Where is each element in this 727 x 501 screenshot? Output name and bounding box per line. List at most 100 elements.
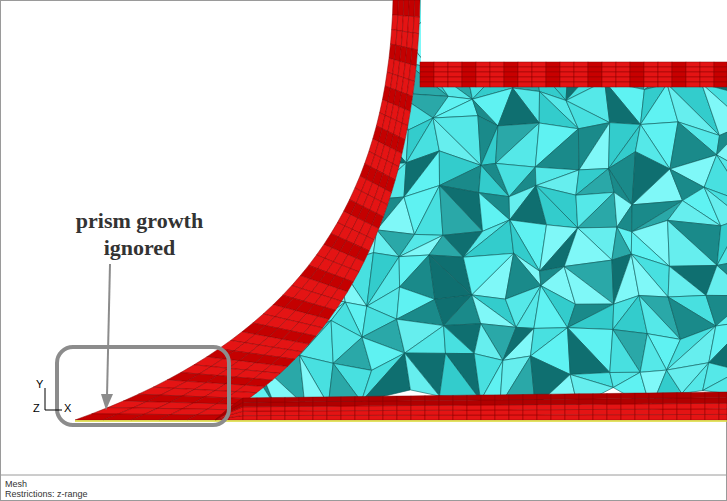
prism-cell	[616, 77, 630, 82]
prism-cell	[719, 403, 727, 409]
prism-cell	[383, 401, 397, 406]
tet-cell	[194, 86, 236, 137]
prism-cell	[243, 407, 257, 412]
prism-cell	[621, 409, 635, 414]
tet-cell	[503, 328, 534, 360]
prism-cell	[448, 72, 462, 77]
tet-cell	[576, 169, 614, 196]
prism-cell	[658, 82, 672, 87]
prism-cell	[504, 77, 518, 82]
tet-cell	[298, 89, 333, 133]
tet-cell	[295, 0, 341, 22]
tet-cell	[405, 326, 446, 354]
prism-cell	[551, 415, 565, 420]
prism-cell	[476, 67, 490, 72]
prism-cell	[686, 77, 700, 82]
prism-cell	[700, 67, 714, 72]
prism-cell	[409, 0, 415, 17]
tet-cell	[306, 0, 340, 22]
prism-cell	[420, 72, 434, 77]
prism-cell	[383, 406, 397, 411]
prism-cell	[630, 82, 644, 87]
tet-cell	[272, 58, 313, 96]
prism-cell	[397, 406, 411, 411]
prism-cell	[672, 62, 686, 67]
prism-cell	[565, 399, 579, 404]
prism-cell	[341, 401, 355, 406]
wall-edge	[75, 420, 727, 422]
prism-cell	[658, 72, 672, 77]
tet-cell	[667, 65, 702, 84]
tet-cell	[564, 228, 612, 267]
tet-cell	[667, 363, 709, 394]
tet-cell	[230, 170, 259, 194]
prism-cell	[257, 398, 271, 403]
tet-cell	[190, 270, 233, 287]
prism-cell	[719, 409, 727, 415]
prism-cell	[663, 415, 677, 421]
prism-cell	[616, 62, 630, 67]
prism-cell	[411, 396, 425, 401]
tet-cell	[203, 0, 238, 15]
prism-cell	[579, 410, 593, 415]
prism-cell	[414, 0, 420, 17]
prism-cell	[602, 67, 616, 72]
prism-cell	[635, 393, 649, 399]
callout-text: prism growth ignored	[52, 207, 227, 261]
prism-cell	[369, 415, 383, 420]
prism-cell	[285, 411, 299, 416]
prism-cell	[607, 409, 621, 414]
tet-cell	[703, 371, 727, 395]
tet-cell	[236, 86, 272, 131]
prism-cell	[574, 67, 588, 72]
prism-cell	[560, 67, 574, 72]
prism-cell	[700, 62, 714, 67]
prism-cell	[285, 406, 299, 411]
prism-cell	[462, 77, 476, 82]
prism-cell	[719, 398, 727, 404]
prism-cell	[504, 82, 518, 87]
prism-cell	[565, 415, 579, 420]
tet-cell	[236, 86, 263, 137]
prism-cell	[532, 72, 546, 77]
prism-cell	[490, 67, 504, 72]
prism-cell	[518, 67, 532, 72]
prism-cell	[229, 398, 243, 410]
prism-cell	[700, 82, 714, 87]
tet-cell	[193, 169, 230, 191]
prism-cell	[439, 395, 453, 400]
prism-cell	[453, 410, 467, 415]
prism-cell	[574, 62, 588, 67]
tet-cell	[415, 186, 443, 236]
prism-cell	[644, 77, 658, 82]
prism-cell	[644, 82, 658, 87]
prism-cell	[411, 49, 418, 66]
tet-cell	[536, 186, 578, 228]
prism-cell	[393, 0, 399, 15]
prism-cell	[299, 397, 313, 402]
tet-cell	[201, 15, 241, 62]
tet-cell	[717, 218, 727, 265]
prism-cell	[672, 82, 686, 87]
prism-cell	[560, 77, 574, 82]
tet-cell	[578, 192, 617, 228]
prism-cell	[481, 415, 495, 420]
tet-cell	[568, 328, 610, 375]
prism-cell	[574, 72, 588, 77]
tet-cell	[298, 184, 329, 239]
tet-cell	[367, 0, 410, 34]
tet-cell	[605, 81, 641, 124]
tet-cell	[568, 304, 614, 329]
prism-cell	[658, 67, 672, 72]
prism-cell	[453, 400, 467, 405]
prism-cell	[369, 411, 383, 416]
prism-cell	[448, 82, 462, 87]
tet-cell	[193, 121, 236, 169]
prism-cell	[434, 82, 448, 87]
prism-cell	[509, 395, 523, 400]
prism-cell	[467, 400, 481, 405]
prism-cell	[495, 400, 509, 405]
prism-cell	[686, 72, 700, 77]
footer-text: Mesh	[5, 479, 27, 489]
prism-cell	[532, 67, 546, 72]
